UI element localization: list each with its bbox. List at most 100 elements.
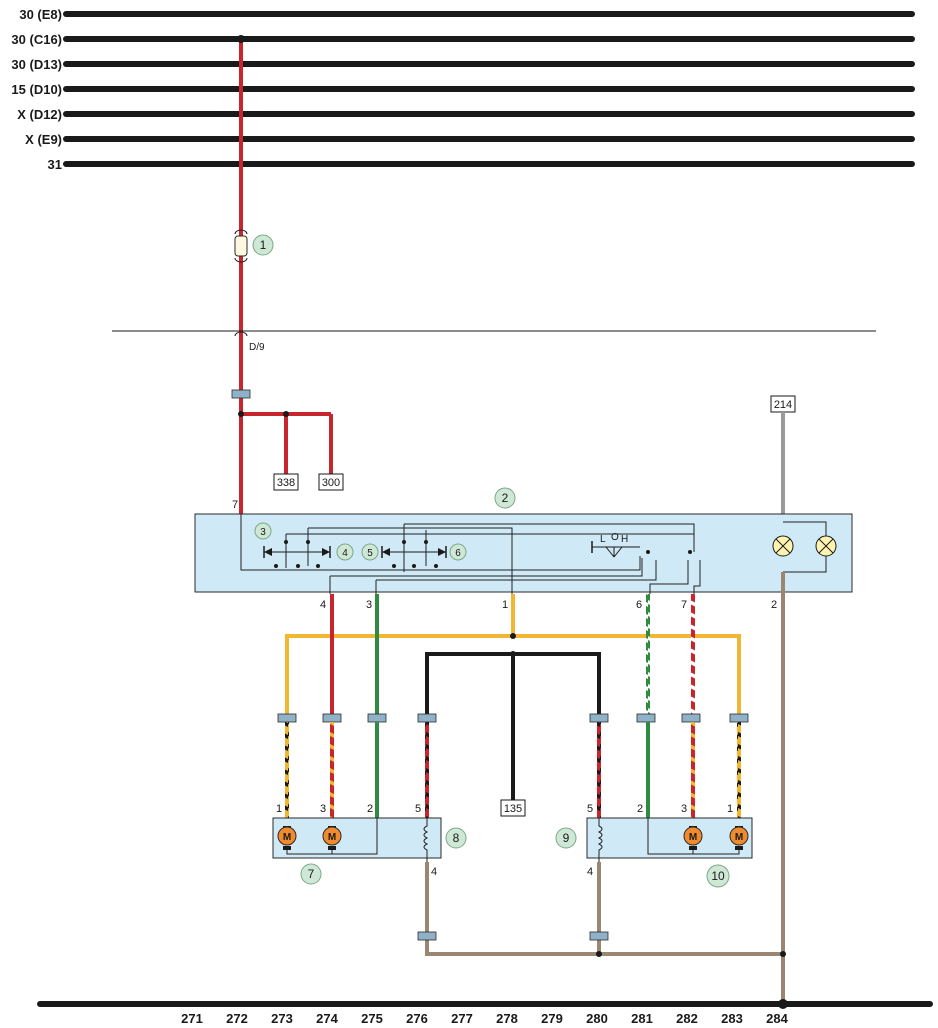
svg-text:5: 5 bbox=[367, 548, 373, 559]
motor-assembly-left: M M 1 3 2 5 4 bbox=[272, 803, 442, 878]
grid-number: 284 bbox=[766, 1011, 788, 1026]
pos-o: O bbox=[611, 532, 619, 543]
svg-text:1: 1 bbox=[727, 803, 733, 815]
svg-text:2: 2 bbox=[367, 803, 373, 815]
grid-number: 279 bbox=[541, 1011, 563, 1026]
grid-number: 274 bbox=[316, 1011, 338, 1026]
wire-red-white bbox=[691, 594, 695, 718]
ground-bus bbox=[37, 999, 933, 1009]
bus-line-30-e8: 30 (E8) bbox=[19, 7, 915, 22]
grid-number: 276 bbox=[406, 1011, 428, 1026]
bus-label: X (E9) bbox=[25, 132, 62, 147]
pin-label: 3 bbox=[366, 599, 372, 611]
wire-yellow bbox=[285, 594, 741, 718]
callout-2: 2 bbox=[494, 487, 516, 509]
motor-box-right bbox=[586, 817, 753, 859]
bus-label: 30 (D13) bbox=[11, 57, 62, 72]
grid-number: 280 bbox=[586, 1011, 608, 1026]
svg-text:1: 1 bbox=[260, 238, 267, 252]
callout-1: 1 bbox=[252, 234, 274, 256]
pos-l: L bbox=[600, 534, 606, 545]
callout-10: 10 bbox=[706, 864, 730, 888]
svg-text:5: 5 bbox=[415, 803, 421, 815]
bus-line-30-d13: 30 (D13) bbox=[11, 57, 915, 72]
connector-block bbox=[231, 389, 251, 399]
callout-9: 9 bbox=[555, 827, 577, 849]
grid-number: 272 bbox=[226, 1011, 248, 1026]
svg-text:135: 135 bbox=[504, 803, 522, 815]
control-unit: 2 3 bbox=[194, 487, 853, 611]
pin-label: 2 bbox=[771, 599, 777, 611]
fuse-icon bbox=[234, 229, 248, 263]
pos-h: H bbox=[621, 534, 628, 545]
svg-text:300: 300 bbox=[322, 477, 340, 489]
wire-red-black bbox=[425, 722, 429, 818]
grid-number: 281 bbox=[631, 1011, 653, 1026]
pin-label: 1 bbox=[502, 599, 508, 611]
bus-line-x-e9: X (E9) bbox=[25, 132, 915, 147]
heater-icon bbox=[597, 818, 603, 862]
callout-6: 6 bbox=[449, 543, 467, 561]
svg-text:4: 4 bbox=[587, 866, 593, 878]
svg-text:1: 1 bbox=[276, 803, 282, 815]
main-feed-wire bbox=[237, 35, 245, 570]
svg-text:5: 5 bbox=[587, 803, 593, 815]
svg-text:M: M bbox=[735, 832, 743, 843]
wire-red-yellow bbox=[691, 722, 695, 818]
callout-4: 4 bbox=[336, 543, 354, 561]
bus-label: X (D12) bbox=[17, 107, 62, 122]
svg-text:2: 2 bbox=[637, 803, 643, 815]
svg-text:4: 4 bbox=[342, 548, 348, 559]
wire-yellow-black bbox=[285, 722, 289, 818]
callout-7: 7 bbox=[300, 863, 322, 885]
internal-circuit bbox=[240, 514, 827, 594]
bus-label: 15 (D10) bbox=[11, 82, 62, 97]
svg-text:M: M bbox=[328, 832, 336, 843]
svg-text:338: 338 bbox=[277, 477, 295, 489]
svg-text:6: 6 bbox=[455, 548, 461, 559]
ref-338: 338 bbox=[273, 473, 299, 491]
pin-label: 4 bbox=[320, 599, 326, 611]
wire-yellow-black bbox=[737, 722, 741, 818]
wire-red-black bbox=[597, 722, 601, 818]
callout-5: 5 bbox=[361, 543, 379, 561]
bus-line-15-d10: 15 (D10) bbox=[11, 82, 915, 97]
bus-label: 30 (E8) bbox=[19, 7, 62, 22]
bus-label: 31 bbox=[48, 157, 62, 172]
ref-135: 135 bbox=[500, 799, 526, 817]
wiper-switch: L O H bbox=[591, 532, 692, 558]
wire-red-yellow bbox=[330, 722, 334, 818]
control-unit-box bbox=[194, 513, 853, 593]
bus-line-31: 31 bbox=[48, 157, 915, 172]
grid-number: 278 bbox=[496, 1011, 518, 1026]
svg-text:M: M bbox=[283, 832, 291, 843]
motor-icon: M bbox=[683, 826, 703, 850]
svg-text:9: 9 bbox=[563, 831, 570, 845]
grid-numbers: 271 272 273 274 275 276 277 278 279 280 … bbox=[181, 1011, 788, 1026]
motor-icon: M bbox=[277, 826, 297, 850]
svg-text:2: 2 bbox=[502, 491, 509, 505]
grid-number: 271 bbox=[181, 1011, 203, 1026]
connector-d9: D/9 bbox=[234, 331, 265, 353]
svg-text:7: 7 bbox=[308, 867, 315, 881]
grid-number: 283 bbox=[721, 1011, 743, 1026]
bus-line-30-c16: 30 (C16) bbox=[11, 32, 915, 47]
motor-box-left bbox=[272, 817, 442, 859]
lamp-icon bbox=[772, 535, 794, 557]
callout-3: 3 bbox=[254, 522, 272, 540]
branch-338-300 bbox=[238, 411, 333, 474]
svg-text:3: 3 bbox=[681, 803, 687, 815]
svg-text:8: 8 bbox=[453, 831, 460, 845]
grid-number: 275 bbox=[361, 1011, 383, 1026]
wire-green-white bbox=[646, 594, 650, 718]
bus-line-x-d12: X (D12) bbox=[17, 107, 915, 122]
switch-6 bbox=[381, 540, 447, 568]
heater-icon bbox=[423, 818, 429, 862]
motor-icon: M bbox=[322, 826, 342, 850]
svg-text:M: M bbox=[689, 832, 697, 843]
wire-black bbox=[425, 651, 601, 800]
wire-brown-heaters bbox=[417, 862, 786, 957]
svg-text:3: 3 bbox=[320, 803, 326, 815]
motor-assembly-right: M M 5 4 2 3 1 bbox=[586, 803, 753, 878]
svg-text:10: 10 bbox=[711, 869, 725, 883]
